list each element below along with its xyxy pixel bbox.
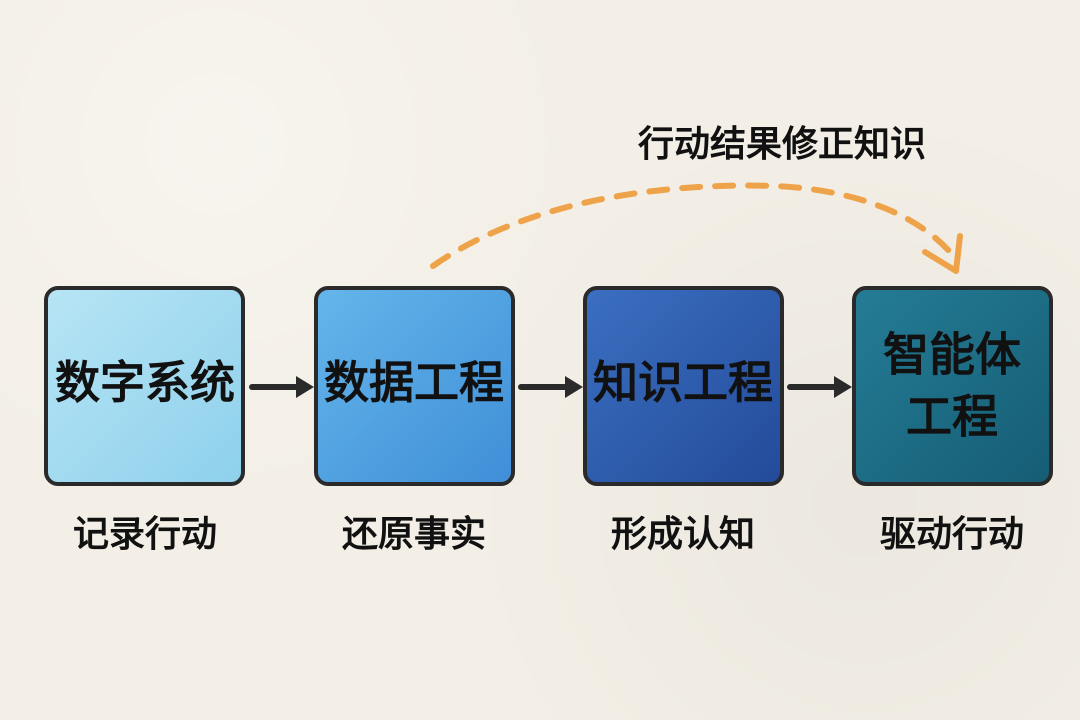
node-4-title-line-2: 工程 [906,390,998,444]
node-3-caption: 形成认知 [611,514,755,555]
node-3-title: 知识工程 [593,356,773,409]
node-4: 智能体 工程 驱动行动 [852,286,1053,555]
node-4-title-line-1: 智能体 [883,328,1021,382]
node-3-box [583,286,784,486]
node-1: 数字系统 记录行动 [44,286,245,555]
arrow-1 [249,376,314,398]
arrow-2-head [565,376,583,398]
node-1-title: 数字系统 [55,356,235,409]
node-2: 数据工程 还原事实 [314,286,515,555]
feedback-loop-arrow [430,182,958,269]
arrow-3 [787,376,852,398]
node-2-title: 数据工程 [324,356,504,409]
feedback-loop-arrowhead [922,233,963,274]
node-1-box [44,286,245,486]
arrow-3-head [834,376,852,398]
arrow-1-head [296,376,314,398]
node-2-caption: 还原事实 [342,514,486,555]
node-1-caption: 记录行动 [73,514,217,555]
node-4-box [852,286,1053,486]
node-4-caption: 驱动行动 [880,514,1024,555]
feedback-label: 行动结果修正知识 [638,124,926,165]
node-2-box [314,286,515,486]
node-3: 知识工程 形成认知 [583,286,784,555]
arrow-2 [518,376,583,398]
